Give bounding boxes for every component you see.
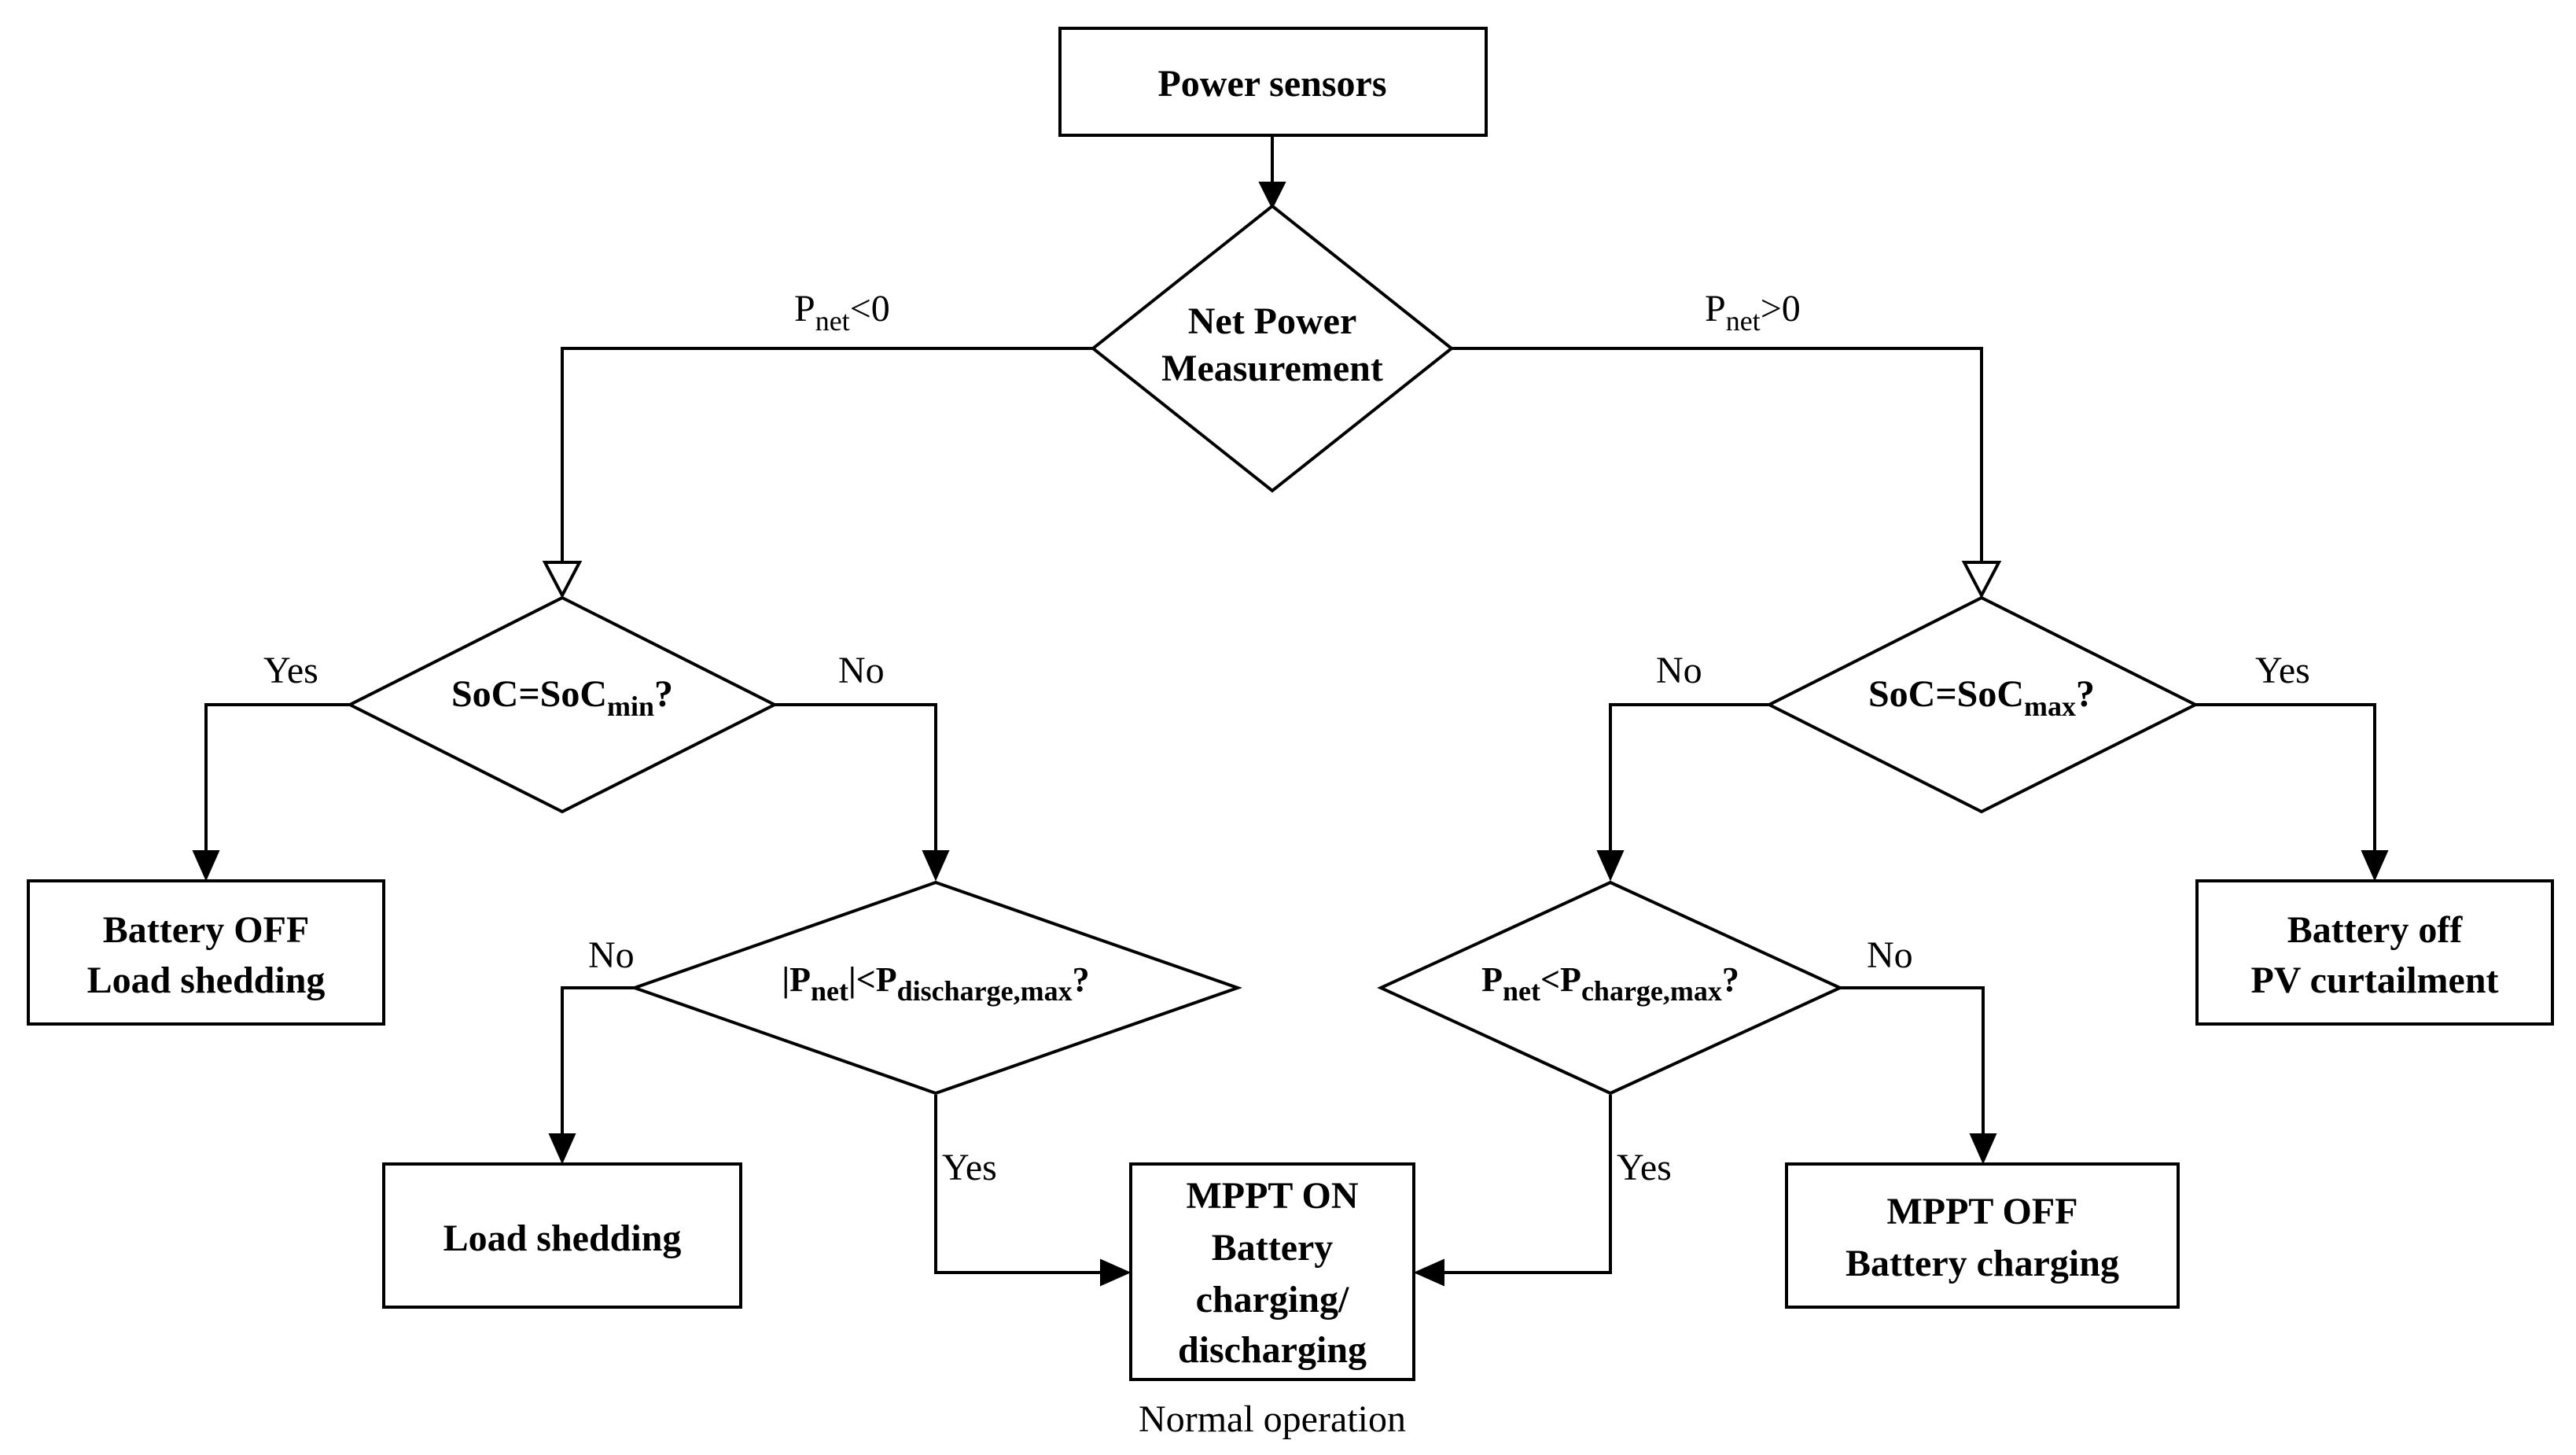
label-pnet-neg-sub: net <box>815 305 850 337</box>
arrowhead-socmin-open <box>542 561 583 599</box>
label-soc-min-yes: Yes <box>263 650 318 691</box>
pnet-charge-pre: P <box>1481 960 1503 999</box>
label-soc-max-no: No <box>1656 650 1702 691</box>
pnet-discharge-label: |Pnet|<Pdischarge,max? <box>782 960 1089 1007</box>
connector-net-to-socmax <box>1452 347 1983 563</box>
pnet-charge-mid: <P <box>1540 960 1581 999</box>
mppt-on-line1: MPPT ON <box>1186 1175 1358 1217</box>
mppt-off-line2: Battery charging <box>1846 1243 2119 1284</box>
battery-off-load-line2: Load shedding <box>87 960 326 1001</box>
battery-off-pv-line1: Battery off <box>2287 909 2464 951</box>
net-power-label-line2: Measurement <box>1161 348 1383 389</box>
pnet-charge-sub2: charge,max <box>1581 975 1722 1007</box>
label-soc-max-yes: Yes <box>2255 650 2310 691</box>
label-charge-yes: Yes <box>1617 1147 1672 1188</box>
pnet-discharge-pre: |P <box>782 960 811 999</box>
node-mppt-off: MPPT OFF Battery charging <box>1785 1162 2180 1309</box>
label-pnet-negative: Pnet<0 <box>794 288 890 337</box>
label-pnet-pos-pre: P <box>1705 288 1726 330</box>
node-mppt-on: MPPT ON Battery charging/ discharging <box>1129 1162 1415 1381</box>
battery-off-load-line1: Battery OFF <box>103 909 310 951</box>
pnet-discharge-sub2: discharge,max <box>897 975 1073 1007</box>
node-pnet-discharge-decision: |Pnet|<Pdischarge,max? <box>629 880 1243 1096</box>
label-discharge-no: No <box>588 934 635 976</box>
soc-min-pre: SoC=SoC <box>451 673 607 715</box>
label-pnet-positive: Pnet>0 <box>1705 288 1801 337</box>
pnet-charge-label: Pnet<Pcharge,max? <box>1481 960 1739 1007</box>
soc-min-sub: min <box>607 691 654 722</box>
soc-min-label: SoC=SoCmin? <box>451 673 673 722</box>
node-power-sensors: Power sensors <box>1058 27 1488 137</box>
node-soc-min-decision: SoC=SoCmin? <box>346 595 778 814</box>
label-pnet-neg-post: <0 <box>850 288 890 330</box>
soc-max-pre: SoC=SoC <box>1868 673 2024 715</box>
arrowhead-net <box>1258 182 1286 210</box>
connector-socmax-no <box>1609 703 1769 854</box>
arrowhead-charge <box>1596 850 1625 882</box>
soc-max-sub: max <box>2024 691 2076 722</box>
net-power-label-line1: Net Power <box>1188 300 1357 342</box>
label-normal-operation: Normal operation <box>1139 1398 1406 1440</box>
node-pnet-charge-decision: Pnet<Pcharge,max? <box>1377 880 1844 1096</box>
pnet-discharge-post: ? <box>1073 960 1090 999</box>
connector-socmin-yes <box>204 703 350 854</box>
pnet-charge-sub1: net <box>1503 975 1540 1007</box>
label-pnet-pos-post: >0 <box>1761 288 1801 330</box>
edge-labels: Pnet<0 Pnet>0 Yes No No Yes No Yes Yes N… <box>263 288 2310 1440</box>
label-soc-min-no: No <box>838 650 885 691</box>
label-pnet-pos-sub: net <box>1726 305 1761 337</box>
arrowhead-battery-off-pv <box>2361 850 2389 882</box>
pnet-discharge-sub1: net <box>811 975 848 1007</box>
connectors <box>204 135 2376 1274</box>
node-soc-max-decision: SoC=SoCmax? <box>1765 595 2199 814</box>
node-battery-off-load-shedding: Battery OFF Load shedding <box>27 879 385 1026</box>
connector-socmin-no <box>775 703 937 854</box>
label-pnet-neg-pre: P <box>794 288 815 330</box>
connector-charge-no <box>1840 986 1985 1137</box>
arrowhead-battery-off-load <box>192 850 220 882</box>
mppt-off-line1: MPPT OFF <box>1886 1191 2077 1232</box>
node-net-power-measurement: Net Power Measurement <box>1090 204 1455 493</box>
power-sensors-label: Power sensors <box>1157 63 1386 105</box>
connector-discharge-no <box>561 986 635 1137</box>
pnet-charge-post: ? <box>1722 960 1739 999</box>
soc-min-post: ? <box>654 673 673 715</box>
connector-discharge-yes <box>934 1095 1104 1274</box>
mppt-on-line3: charging/ <box>1196 1279 1349 1321</box>
load-shedding-label: Load shedding <box>443 1217 682 1259</box>
connector-net-to-socmin <box>561 347 1093 563</box>
arrowhead-load-shedding <box>548 1133 576 1165</box>
node-battery-off-pv-curtailment: Battery off PV curtailment <box>2195 879 2554 1026</box>
node-load-shedding: Load shedding <box>382 1162 742 1309</box>
pnet-discharge-mid: |<P <box>848 960 897 999</box>
connector-socmax-yes <box>2195 703 2376 854</box>
arrowhead-mppt-on-right <box>1413 1258 1444 1287</box>
mppt-on-line4: discharging <box>1178 1329 1367 1371</box>
arrowhead-mppt-off <box>1969 1133 1997 1165</box>
soc-max-post: ? <box>2076 673 2095 715</box>
mppt-on-line2: Battery <box>1212 1227 1334 1269</box>
soc-max-label: SoC=SoCmax? <box>1868 673 2095 722</box>
arrowhead-discharge <box>922 850 950 882</box>
arrowheads <box>192 182 2389 1287</box>
arrowhead-socmax-open <box>1961 561 2002 599</box>
label-discharge-yes: Yes <box>942 1147 997 1188</box>
battery-off-pv-line2: PV curtailment <box>2250 960 2498 1001</box>
connector-charge-yes <box>1441 1095 1612 1274</box>
arrowhead-mppt-on-left <box>1100 1258 1132 1287</box>
label-charge-no: No <box>1867 934 1913 976</box>
